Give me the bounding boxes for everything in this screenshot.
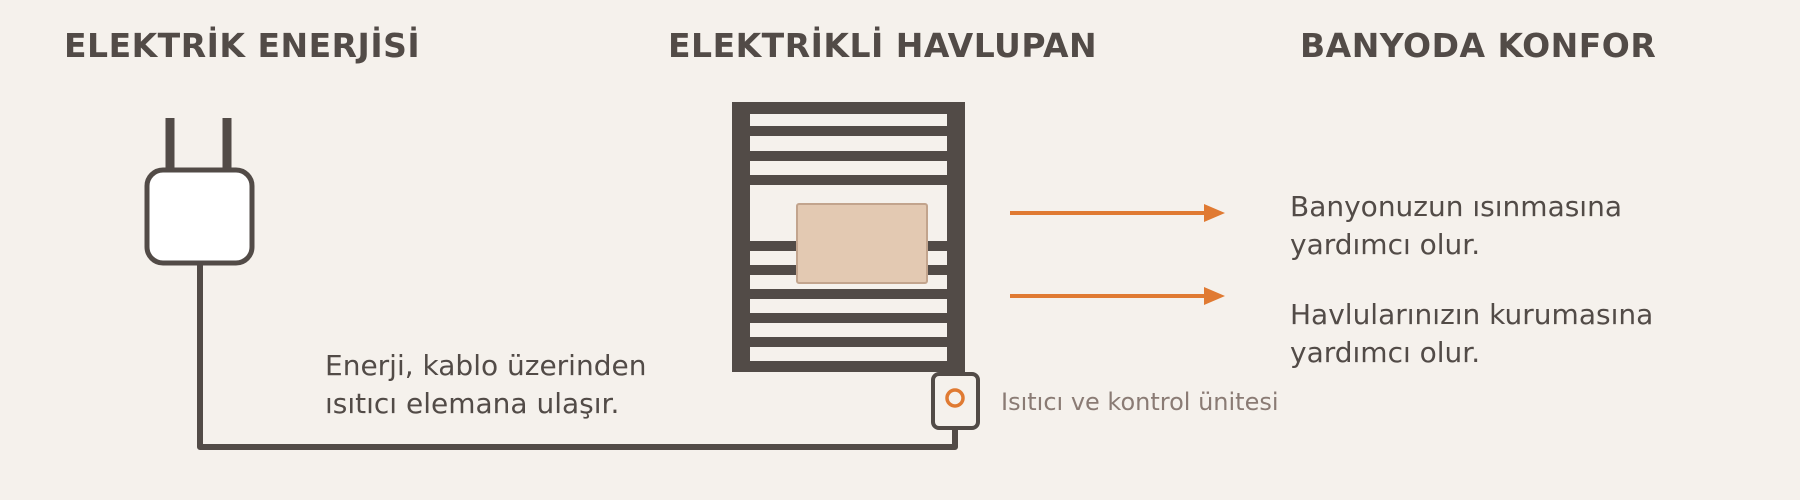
towel-rail-right-post (947, 102, 965, 372)
heading-electric-energy: ELEKTRİK ENERJİSİ (64, 26, 421, 65)
control-unit-label: Isıtıcı ve kontrol ünitesi (1001, 388, 1279, 416)
control-unit-body (931, 372, 980, 430)
power-cable (197, 263, 958, 450)
plug-icon (144, 118, 255, 266)
heading-bathroom-comfort: BANYODA KONFOR (1300, 26, 1657, 65)
heading-electric-towel-warmer: ELEKTRİKLİ HAVLUPAN (668, 26, 1098, 65)
benefit-line: Havlularınızın kurumasına (1290, 298, 1654, 331)
towel-rail-bar (732, 151, 965, 161)
cable-caption-line: ısıtıcı elemana ulaşır. (325, 387, 620, 420)
arrow-head (1204, 287, 1225, 305)
towel-icon (796, 203, 928, 284)
towel-rail-bar (732, 102, 965, 114)
control-unit-icon (931, 372, 980, 430)
arrow-head (1204, 204, 1225, 222)
benefit-line: Banyonuzun ısınmasına (1290, 190, 1622, 223)
arrow-right-icon (1010, 287, 1225, 305)
towel-rail-bar (732, 126, 965, 136)
towel-rail-bar (732, 337, 965, 347)
benefit-warming: Banyonuzun ısınmasına yardımcı olur. (1290, 188, 1622, 264)
plug-body (144, 167, 255, 266)
towel-rail-bar (732, 361, 965, 372)
towel-rail-bar (732, 313, 965, 323)
benefit-line: yardımcı olur. (1290, 336, 1481, 369)
towel-rail-left-post (732, 102, 750, 372)
towel-rail-bar (732, 175, 965, 185)
arrow-right-icon (1010, 204, 1225, 222)
cable-caption-line: Enerji, kablo üzerinden (325, 349, 647, 382)
cable-caption: Enerji, kablo üzerinden ısıtıcı elemana … (325, 347, 646, 423)
towel-rail-bar (732, 289, 965, 299)
benefit-drying: Havlularınızın kurumasına yardımcı olur. (1290, 296, 1653, 372)
control-unit-indicator (945, 388, 965, 408)
benefit-line: yardımcı olur. (1290, 228, 1481, 261)
